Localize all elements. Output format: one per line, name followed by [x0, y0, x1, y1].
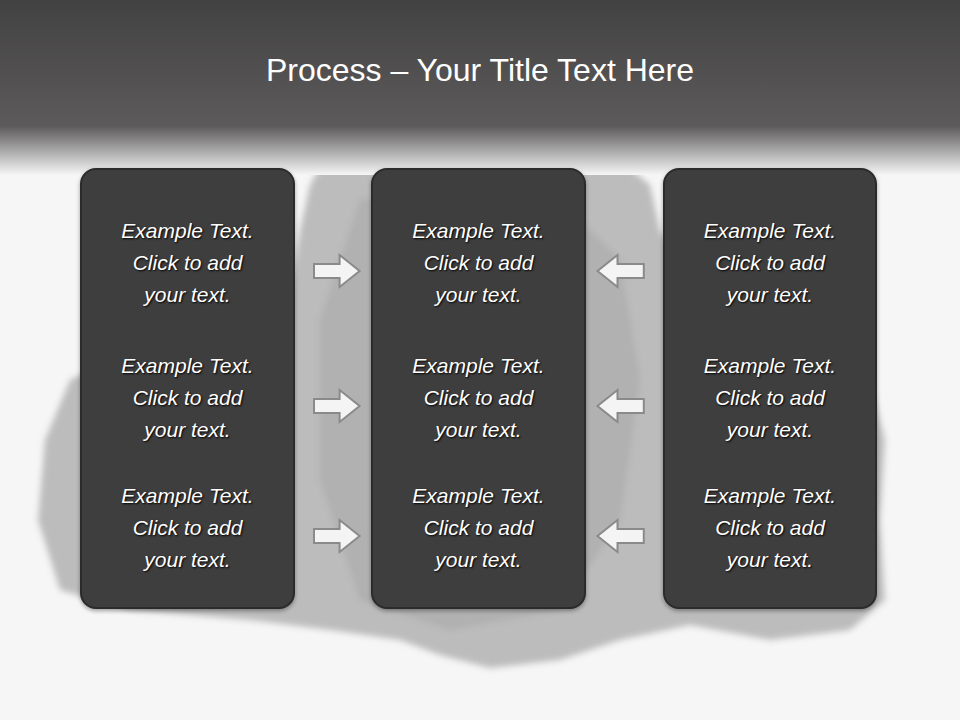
block-arrow: [598, 255, 644, 287]
column-text: Example Text. Click to add your text.: [110, 215, 266, 311]
process-column: Example Text. Click to add your text. Exa…: [371, 168, 586, 609]
column-text: Example Text. Click to add your text.: [692, 480, 848, 576]
block-arrow: [598, 390, 644, 422]
slide-title: Process – Your Title Text Here: [0, 52, 960, 89]
column-text: Example Text. Click to add your text.: [110, 350, 266, 446]
block-arrow: [314, 390, 360, 422]
column-text: Example Text. Click to add your text.: [401, 215, 557, 311]
column-text: Example Text. Click to add your text.: [401, 480, 557, 576]
column-text: Example Text. Click to add your text.: [692, 215, 848, 311]
column-text: Example Text. Click to add your text.: [692, 350, 848, 446]
column-text: Example Text. Click to add your text.: [110, 480, 266, 576]
process-column: Example Text. Click to add your text. Exa…: [663, 168, 877, 609]
block-arrow: [314, 520, 360, 552]
header-band: [0, 0, 960, 175]
block-arrow: [598, 520, 644, 552]
column-text: Example Text. Click to add your text.: [401, 350, 557, 446]
process-column: Example Text. Click to add your text. Exa…: [80, 168, 295, 609]
rock-illustration: [38, 135, 885, 668]
block-arrow: [314, 255, 360, 287]
